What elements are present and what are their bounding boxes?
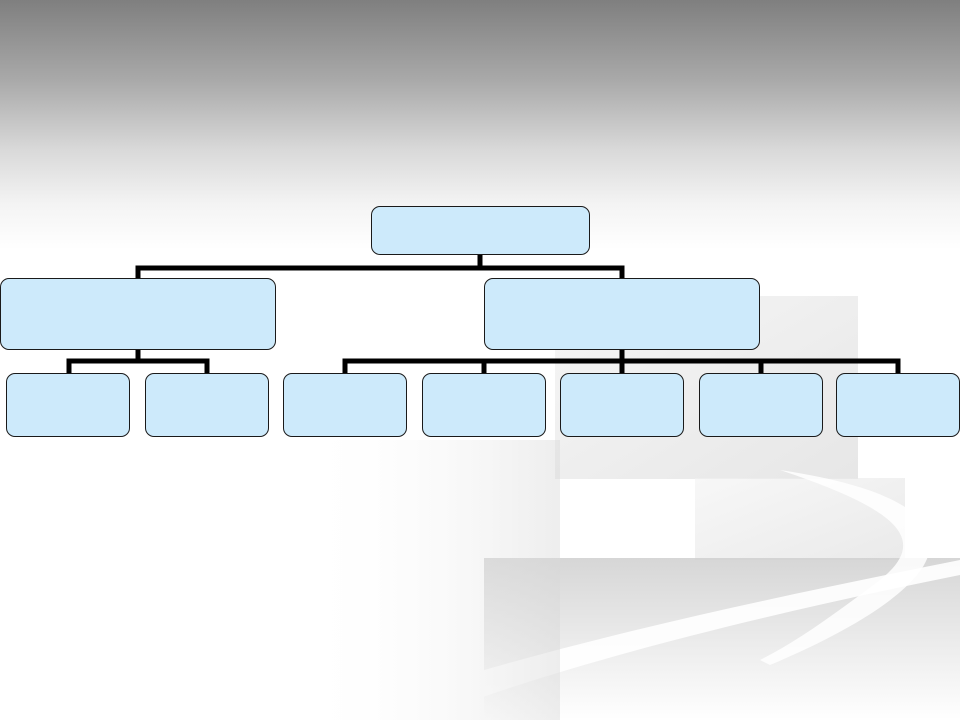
org-node-level2-7 <box>836 373 960 437</box>
org-node-level2-3 <box>283 373 407 437</box>
org-node-level2-4 <box>422 373 546 437</box>
org-node-level1-right <box>484 278 760 350</box>
org-node-level2-5 <box>560 373 684 437</box>
org-node-level1-left <box>0 278 276 350</box>
org-node-root <box>371 206 590 255</box>
org-node-level2-2 <box>145 373 269 437</box>
org-node-level2-1 <box>6 373 130 437</box>
org-node-level2-6 <box>699 373 823 437</box>
